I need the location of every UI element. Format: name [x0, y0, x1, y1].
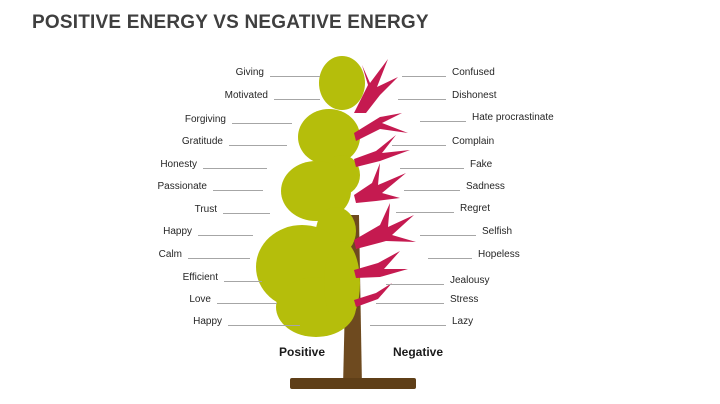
positive-label: Trust [194, 204, 217, 215]
positive-heading: Positive [278, 345, 326, 359]
negative-label-row: Complain [392, 135, 494, 149]
negative-label: Hate procrastinate [472, 112, 554, 123]
positive-label-row: Motivated [225, 89, 320, 103]
negative-label-row: Sadness [404, 180, 505, 194]
negative-label: Selfish [482, 226, 513, 237]
negative-label-row: Fake [400, 158, 492, 172]
positive-label-row: Calm [159, 248, 250, 262]
leader-line [400, 168, 464, 169]
positive-label-row: Giving [236, 66, 320, 80]
positive-label: Forgiving [184, 114, 226, 125]
leader-line [370, 325, 446, 326]
negative-label-row: Jealousy [386, 274, 489, 288]
positive-label: Motivated [224, 90, 268, 101]
positive-label: Love [189, 294, 211, 305]
leader-line [223, 213, 270, 214]
positive-label: Passionate [157, 181, 207, 192]
leader-line [386, 284, 444, 285]
tree-foliage-positive [256, 56, 365, 337]
negative-label: Confused [452, 67, 495, 78]
leader-line [270, 76, 320, 77]
negative-label-row: Hopeless [428, 248, 520, 262]
negative-label-row: Lazy [370, 315, 473, 329]
positive-label-row: Passionate [158, 180, 263, 194]
page-title: POSITIVE ENERGY VS NEGATIVE ENERGY [32, 12, 429, 33]
negative-label: Hopeless [478, 249, 520, 260]
tree-base [290, 378, 416, 389]
negative-heading: Negative [392, 345, 444, 359]
positive-label: Giving [235, 67, 264, 78]
leader-line [376, 303, 444, 304]
negative-label-row: Confused [402, 66, 495, 80]
leader-line [229, 145, 287, 146]
positive-label-row: Happy [193, 315, 300, 329]
negative-label: Lazy [452, 316, 474, 327]
leader-line [396, 212, 454, 213]
leader-line [420, 235, 476, 236]
leader-line [402, 76, 446, 77]
negative-label: Complain [452, 136, 495, 147]
leader-line [213, 190, 263, 191]
leader-line [198, 235, 253, 236]
positive-label: Happy [163, 226, 192, 237]
positive-label: Efficient [182, 272, 218, 283]
negative-label-row: Regret [396, 202, 490, 216]
negative-label-row: Selfish [420, 225, 512, 239]
positive-label-row: Trust [195, 203, 270, 217]
leader-line [228, 325, 300, 326]
negative-label-row: Stress [376, 293, 478, 307]
leader-line [224, 281, 262, 282]
leader-line [217, 303, 277, 304]
positive-label-row: Happy [163, 225, 253, 239]
leader-line [398, 99, 446, 100]
positive-label-row: Love [189, 293, 277, 307]
positive-label-row: Gratitude [182, 135, 287, 149]
negative-label: Sadness [466, 181, 505, 192]
positive-label-row: Forgiving [185, 113, 292, 127]
positive-label: Gratitude [181, 136, 223, 147]
tree-branches-negative [354, 59, 416, 307]
positive-label: Happy [193, 316, 222, 327]
negative-label: Dishonest [452, 90, 497, 101]
negative-label: Fake [470, 159, 493, 170]
negative-label-row: Dishonest [398, 89, 496, 103]
leader-line [274, 99, 320, 100]
leader-line [203, 168, 267, 169]
leader-line [428, 258, 472, 259]
negative-label: Stress [450, 294, 479, 305]
negative-label: Regret [460, 203, 491, 214]
negative-label: Jealousy [450, 275, 490, 286]
positive-label: Honesty [160, 159, 197, 170]
tree-illustration [256, 56, 416, 389]
positive-label: Calm [158, 249, 182, 260]
positive-label-row: Honesty [160, 158, 267, 172]
leader-line [188, 258, 250, 259]
leader-line [404, 190, 460, 191]
leader-line [232, 123, 292, 124]
negative-label-row: Hate procrastinate [420, 111, 554, 125]
positive-label-row: Efficient [183, 271, 262, 285]
leader-line [420, 121, 466, 122]
leader-line [392, 145, 446, 146]
